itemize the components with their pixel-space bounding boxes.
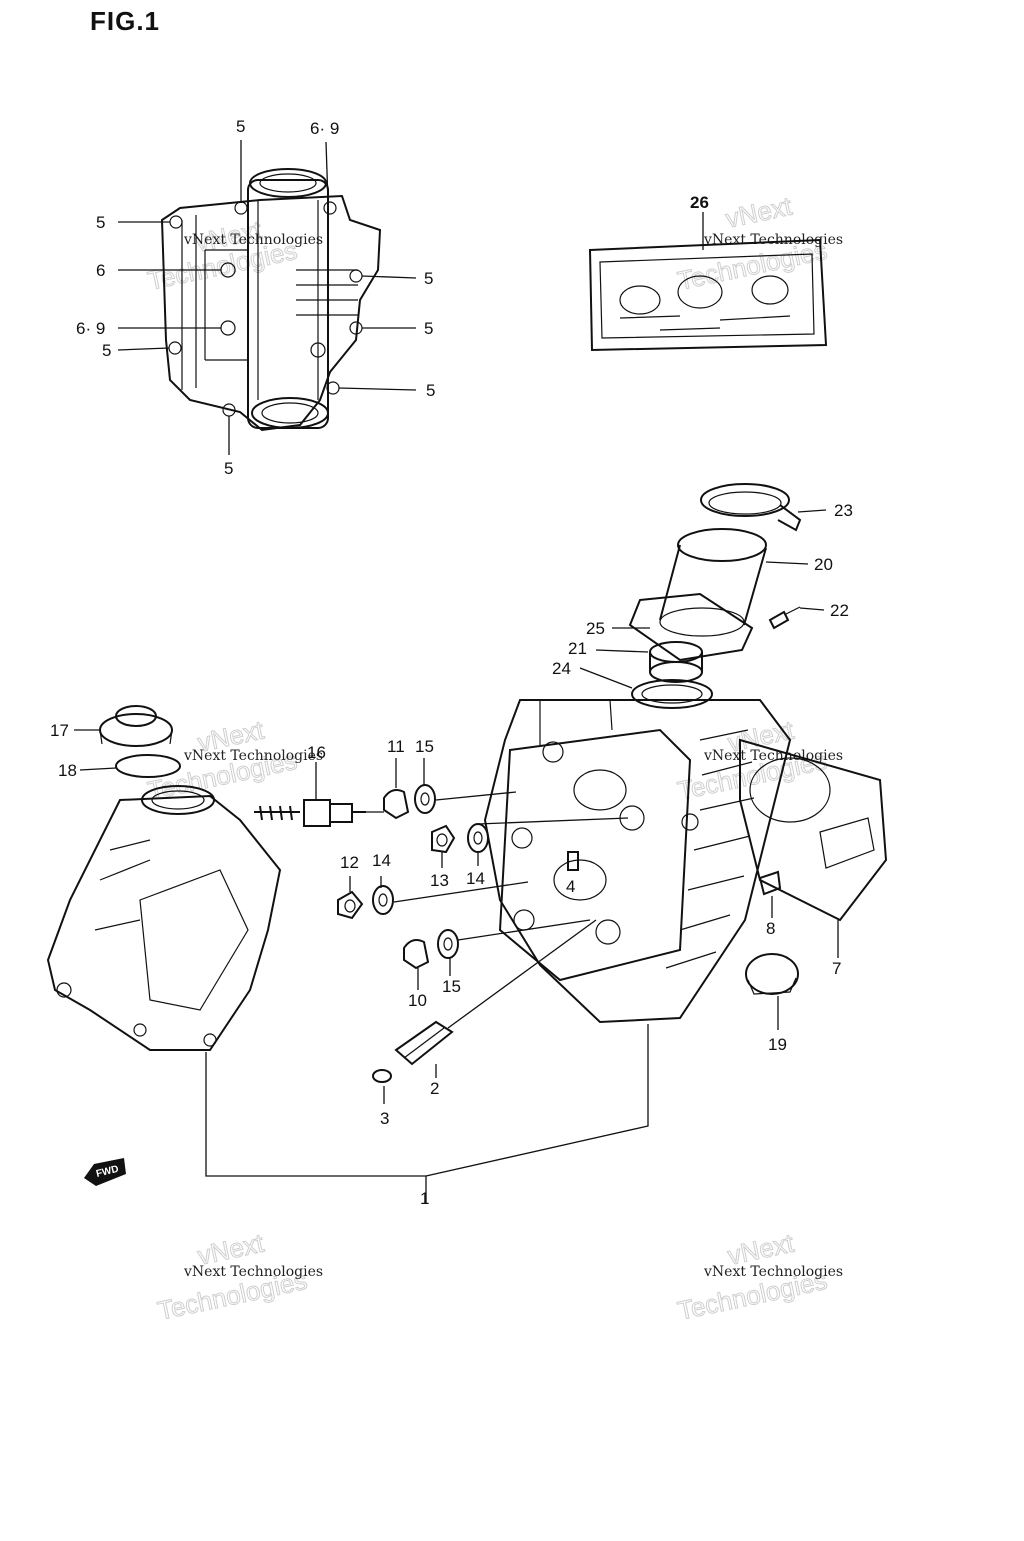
svg-text:vNext Technologies: vNext Technologies [183, 232, 323, 248]
callout-4: 4 [566, 877, 575, 896]
callout-14-top: 14 [466, 869, 485, 888]
callout-15-top: 15 [415, 737, 434, 756]
callout-16: 16 [307, 743, 326, 762]
callout-8: 8 [766, 919, 775, 938]
washer-part-15-top [414, 784, 436, 814]
watermark-mid-right: Technologies vNext vNext Technologies [675, 714, 844, 806]
callout-26: 26 [690, 193, 709, 212]
top-view-leaders [117, 140, 417, 455]
callout-6-left: 6 [96, 261, 105, 280]
figure-title: FIG.1 [90, 6, 161, 36]
intake-leaders [579, 509, 827, 689]
callout-14-bottom: 14 [372, 851, 391, 870]
head-cover-part [46, 785, 282, 1051]
svg-text:vNext Technologies: vNext Technologies [703, 232, 843, 248]
callout-1: 1 [420, 1189, 429, 1208]
callout-19: 19 [768, 1035, 787, 1054]
callout-17: 17 [50, 721, 69, 740]
fwd-label: FWD [95, 1164, 120, 1180]
cap-part-11 [383, 789, 410, 820]
svg-text:vNext: vNext [723, 191, 795, 234]
washer-part-14-bottom [372, 885, 394, 915]
svg-text:vNext Technologies: vNext Technologies [183, 1264, 323, 1280]
callout-15-bottom: 15 [442, 977, 461, 996]
callout-23: 23 [834, 501, 853, 520]
cap-part-19 [745, 953, 799, 995]
nut-part-12 [337, 890, 364, 920]
callout-5-right-3: 5 [426, 381, 435, 400]
callout-5-right-2: 5 [424, 319, 433, 338]
plug-part-8 [758, 870, 782, 896]
callout-10: 10 [408, 991, 427, 1010]
callout-3: 3 [380, 1109, 389, 1128]
callout-22: 22 [830, 601, 849, 620]
valve-guide-part-2 [394, 1020, 454, 1066]
screw-part-22 [768, 606, 801, 630]
nut-part-13 [431, 824, 456, 854]
callout-18: 18 [58, 761, 77, 780]
callout-6-9-left: 6· 9 [76, 319, 105, 338]
forward-direction-arrow-icon: FWD [84, 1158, 126, 1186]
main-leaders [74, 729, 839, 1204]
callout-11: 11 [387, 737, 405, 756]
callout-5-left-1: 5 [96, 213, 105, 232]
callout-5-left-2: 5 [102, 341, 111, 360]
cap-part-17 [99, 705, 173, 747]
callout-7: 7 [832, 959, 841, 978]
o-ring-part-18 [115, 754, 181, 778]
cylinder-head-part-1 [483, 699, 792, 1024]
callout-12: 12 [340, 853, 359, 872]
o-ring-part-24 [631, 679, 713, 709]
washer-part-15-bottom [437, 929, 459, 959]
insulator-part-21 [649, 641, 703, 683]
clamp-part-23 [700, 483, 802, 532]
cylinder-head-top-view [160, 168, 382, 432]
cap-part-10 [403, 939, 430, 970]
callout-24: 24 [552, 659, 571, 678]
callout-5-top: 5 [236, 117, 245, 136]
gasket-part-7 [739, 738, 888, 922]
clip-part-3 [372, 1069, 392, 1083]
watermark-bottom-right: Technologies vNext vNext Technologies [675, 1227, 844, 1326]
svg-text:vNext Technologies: vNext Technologies [703, 1264, 843, 1280]
callout-13: 13 [430, 871, 449, 890]
callout-25: 25 [586, 619, 605, 638]
svg-text:vNext Technologies: vNext Technologies [183, 748, 323, 764]
callout-6-9-top: 6· 9 [310, 119, 339, 138]
callout-20: 20 [814, 555, 833, 574]
watermark-bottom-left: Technologies vNext vNext Technologies [155, 1227, 324, 1326]
callout-5-bottom: 5 [224, 459, 233, 478]
intake-pipe-part-20 [628, 528, 767, 662]
washer-part-14-top [467, 823, 489, 853]
stud-part-4 [567, 851, 579, 871]
callout-21: 21 [568, 639, 587, 658]
callout-5-right-1: 5 [424, 269, 433, 288]
gasket-set-part-26 [588, 212, 828, 352]
spark-plug-part-16 [254, 799, 366, 827]
callout-2: 2 [430, 1079, 439, 1098]
